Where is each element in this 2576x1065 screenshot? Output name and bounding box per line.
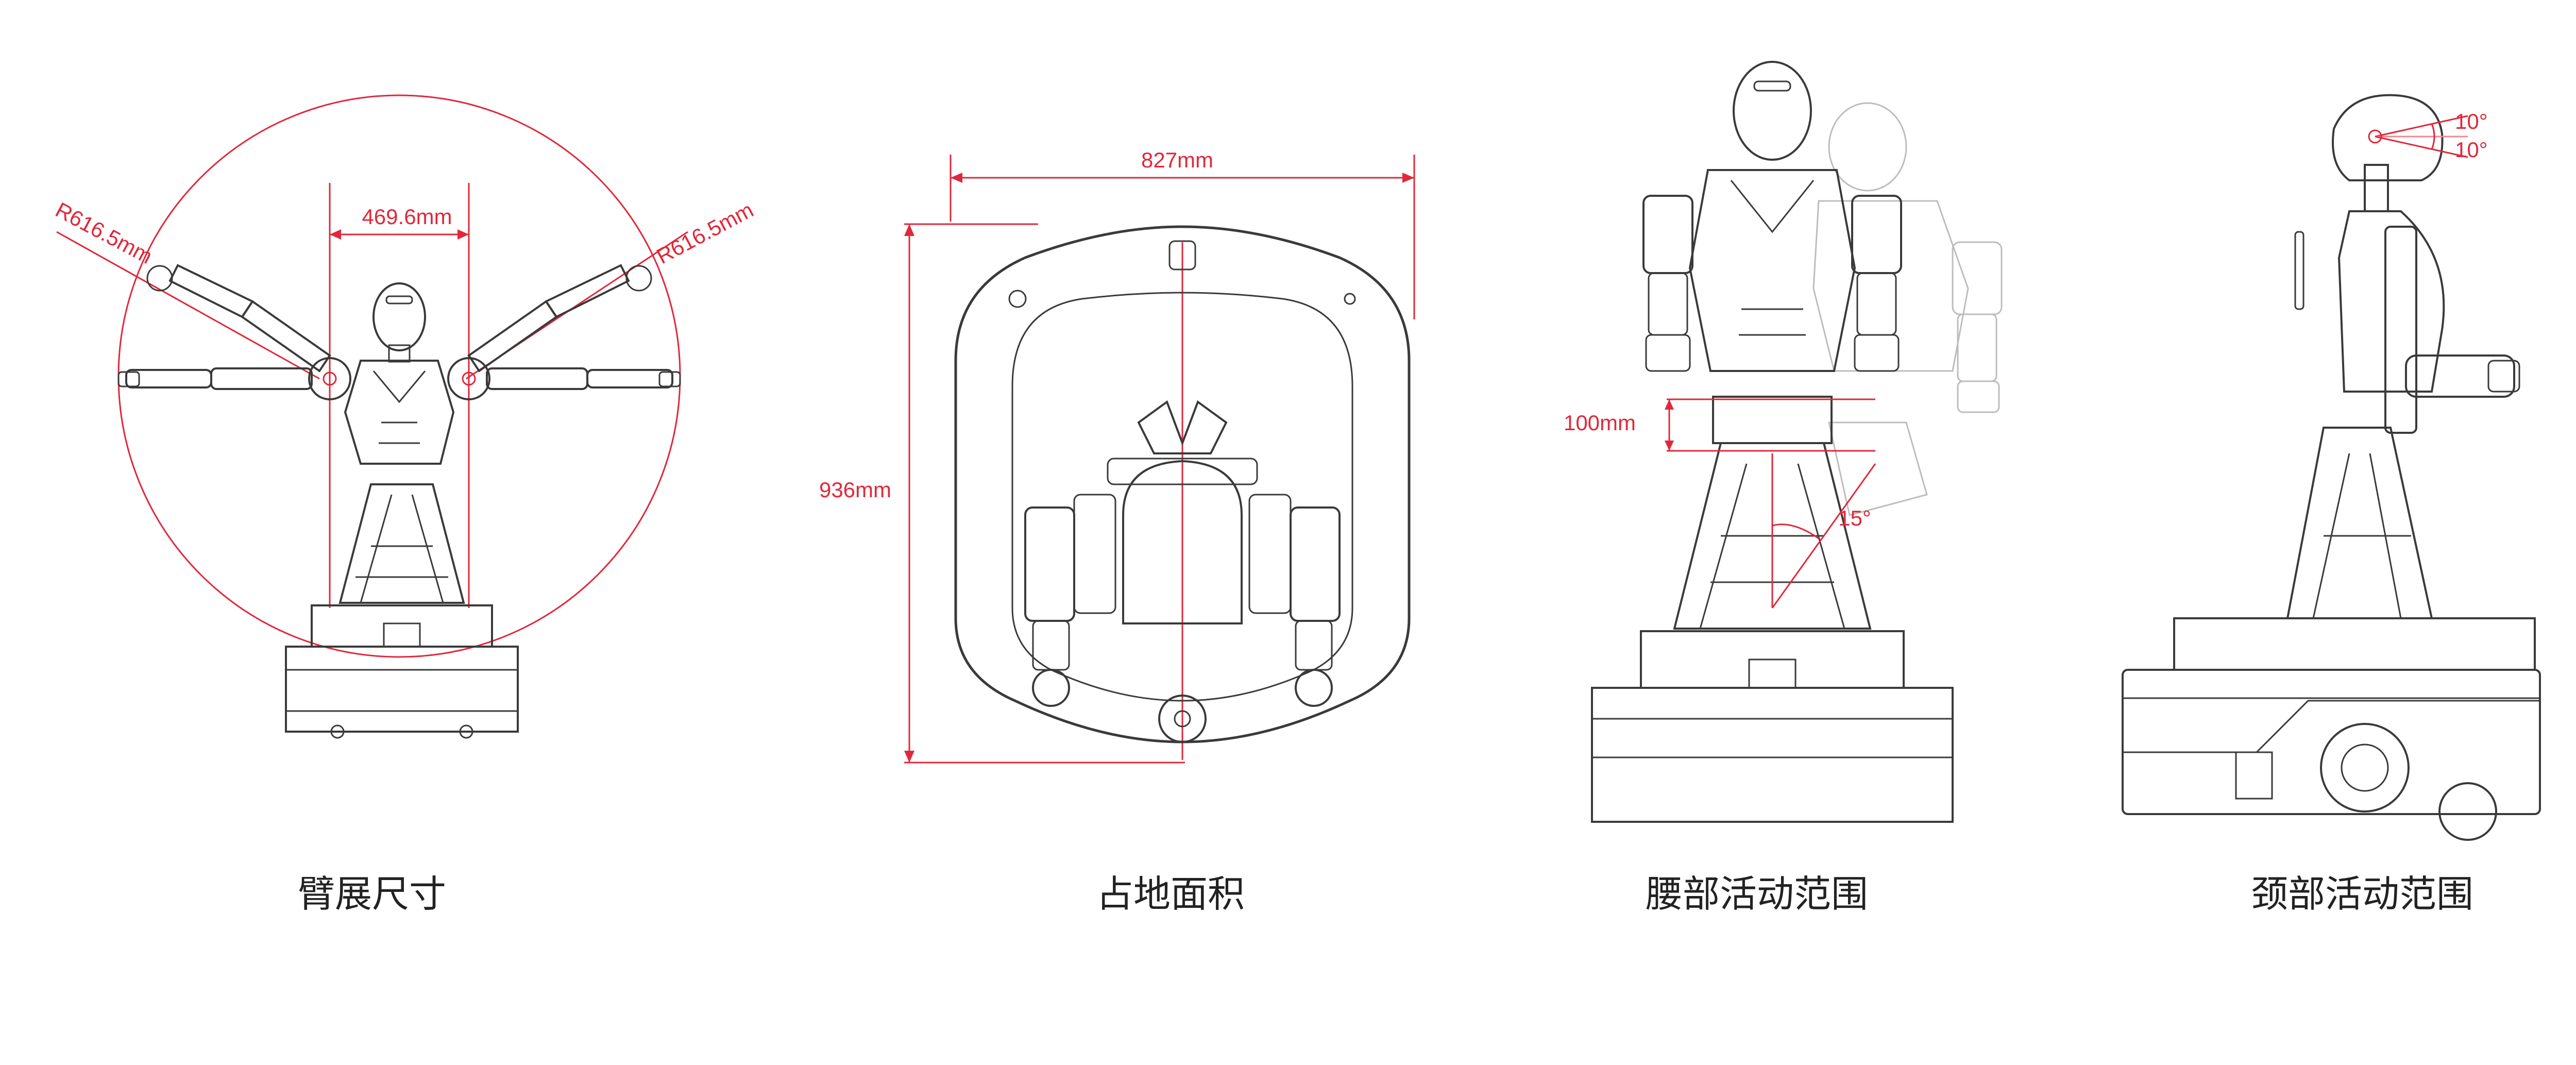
footprint-width-label: 827mm — [1141, 148, 1213, 172]
waist-caption: 腰部活动范围 — [1646, 872, 1868, 916]
neck-pitch-up-line — [2375, 115, 2468, 138]
footprint-caption: 占地面积 — [1096, 872, 1245, 916]
arm-span-width-label: 469.6mm — [362, 205, 452, 229]
waist-lift-label: 100mm — [1564, 411, 1636, 435]
waist-tilted-ghost — [1812, 102, 2003, 516]
robot-head-icon — [372, 282, 426, 351]
base-outline — [954, 225, 1411, 743]
waist-tilt-line — [1771, 463, 1876, 608]
neck-pitch-down-line — [2375, 136, 2468, 158]
neck-caption: 颈部活动范围 — [2251, 872, 2473, 916]
footprint-depth-label: 936mm — [819, 478, 891, 502]
arm-span-panel: 469.6mm R616.5mm R616.5mm 臂展尺寸 — [52, 94, 757, 916]
wheel-icon — [2320, 723, 2410, 813]
waist-tilt-label: 15° — [1838, 506, 1871, 530]
neck-range-panel: 10° 10° 颈部活动范围 — [2122, 94, 2541, 916]
neck-pitch-up-label: 10° — [2455, 109, 2488, 133]
neck-pitch-down-label: 10° — [2455, 138, 2488, 162]
waist-range-panel: 100mm 15° 腰部活动范围 — [1564, 61, 2003, 916]
arm-span-caption: 臂展尺寸 — [298, 872, 446, 916]
reach-radius-right-label: R616.5mm — [652, 197, 757, 268]
reach-circle — [117, 94, 681, 658]
footprint-panel: 827mm 936mm 占地面积 — [819, 148, 1415, 916]
radius-line-left — [56, 231, 320, 380]
robot-base — [285, 646, 519, 733]
head-side-icon — [2332, 94, 2444, 181]
